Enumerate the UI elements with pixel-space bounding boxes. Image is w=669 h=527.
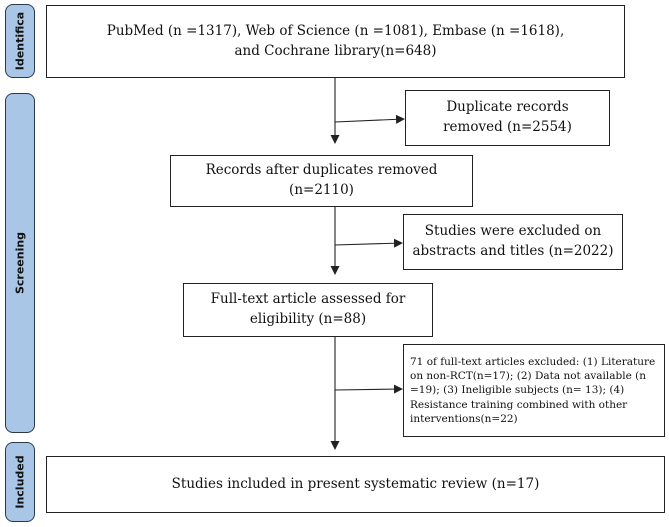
arrow-side-abstracts: [334, 238, 403, 248]
box-database-sources-text: PubMed (n =1317), Web of Science (n =108…: [106, 22, 565, 59]
arrow-side-fulltext: [334, 384, 403, 394]
box-full-text-assessed-text: Full-text article assessed for eligibili…: [210, 291, 406, 327]
box-full-text-excluded: 71 of full-text articles excluded: (1) L…: [403, 344, 665, 437]
box-included-studies-text: Studies included in present systematic r…: [171, 475, 540, 492]
phase-included: Included: [5, 442, 35, 522]
box-excluded-abstracts: Studies were excluded on abstracts and t…: [403, 214, 623, 270]
box-full-text-excluded-text: 71 of full-text articles excluded: (1) L…: [410, 356, 656, 425]
arrow-side-duplicates: [334, 114, 405, 124]
box-excluded-abstracts-text: Studies were excluded on abstracts and t…: [412, 223, 614, 259]
box-duplicates-removed-text: Duplicate records removed (n=2554): [443, 99, 572, 135]
box-included-studies: Studies included in present systematic r…: [46, 456, 665, 513]
box-after-duplicates: Records after duplicates removed (n=2110…: [170, 155, 473, 207]
box-duplicates-removed: Duplicate records removed (n=2554): [405, 90, 610, 146]
phase-identification: Identifica: [5, 4, 35, 78]
box-full-text-assessed: Full-text article assessed for eligibili…: [183, 283, 433, 337]
box-after-duplicates-text: Records after duplicates removed (n=2110…: [205, 162, 438, 198]
box-database-sources: PubMed (n =1317), Web of Science (n =108…: [46, 5, 625, 78]
phase-screening: Screening: [5, 93, 35, 433]
